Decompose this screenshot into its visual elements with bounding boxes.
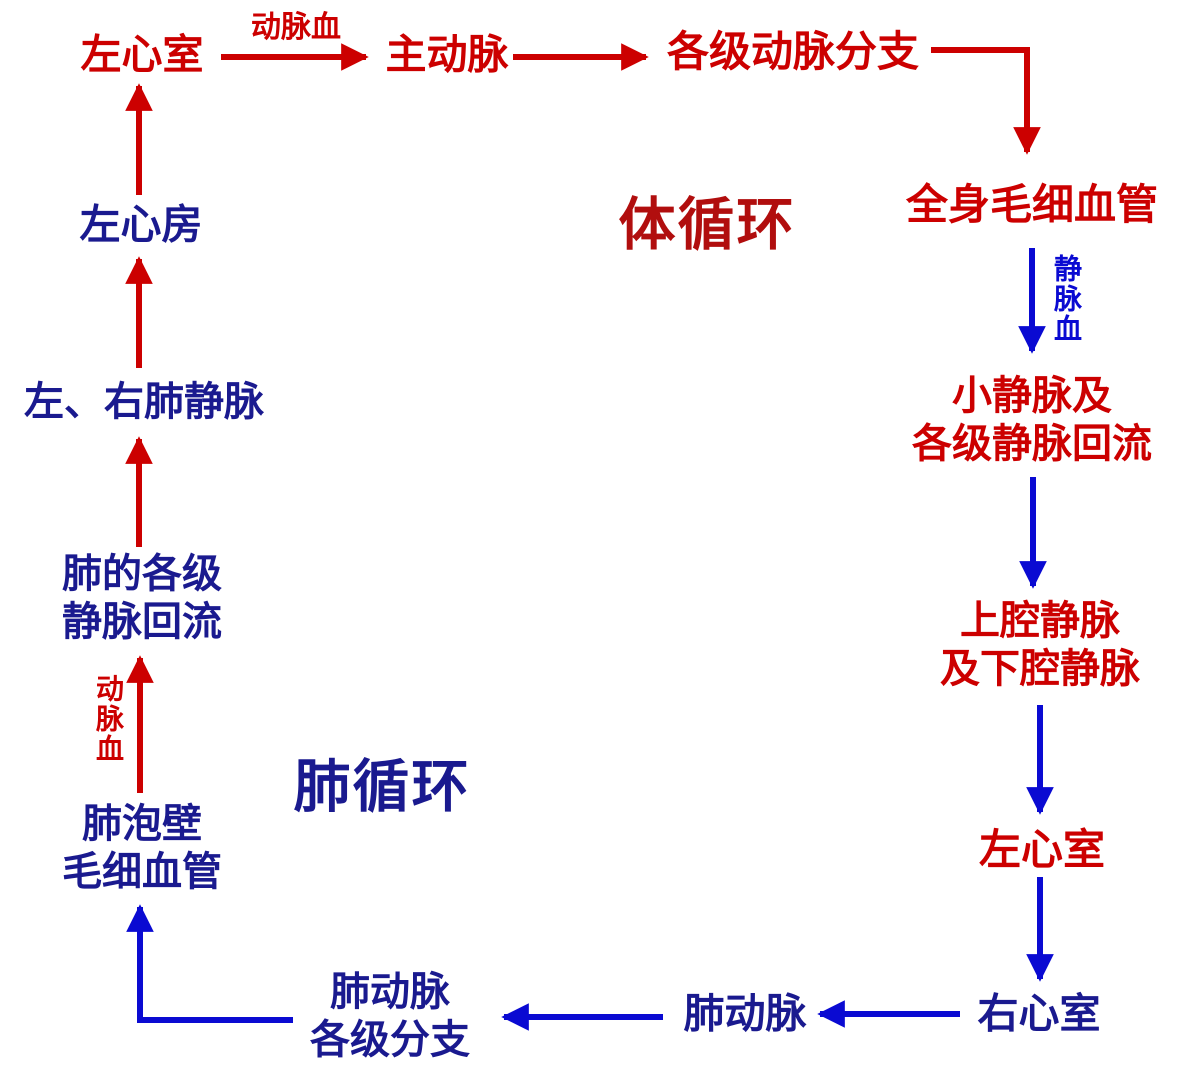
pulmonary-circulation-title: 肺循环 <box>293 755 471 819</box>
node-vena-cava: 上腔静脉 及下腔静脉 <box>940 597 1140 693</box>
node-vena-cava-line1: 上腔静脉 <box>960 598 1120 643</box>
node-lung-venous-return: 肺的各级 静脉回流 <box>62 550 222 646</box>
node-venules-return-line1: 小静脉及 <box>952 373 1112 418</box>
label-arterial-blood-left: 动脉血 <box>92 674 123 764</box>
node-artery-branches: 各级动脉分支 <box>666 29 920 76</box>
node-body-capillaries: 全身毛细血管 <box>905 182 1159 229</box>
node-left-atrium: 左心房 <box>79 201 203 248</box>
node-left-ventricle-top: 左心室 <box>80 31 204 78</box>
node-pulmonary-veins: 左、右肺静脉 <box>24 379 264 424</box>
node-pulmonary-artery-branches: 肺动脉 各级分支 <box>310 968 470 1064</box>
arrow-artery-branches-to-capillaries <box>931 47 1041 155</box>
node-aorta: 主动脉 <box>385 31 509 78</box>
node-pulmonary-artery: 肺动脉 <box>683 990 807 1037</box>
node-pa-branches-line1: 肺动脉 <box>330 969 450 1014</box>
node-pa-branches-line2: 各级分支 <box>310 1017 470 1062</box>
label-venous-blood: 静脉血 <box>1050 254 1081 344</box>
systemic-circulation-title: 体循环 <box>618 193 796 257</box>
node-alveolar-line2: 毛细血管 <box>62 849 222 894</box>
node-vena-cava-line2: 及下腔静脉 <box>940 646 1140 691</box>
node-venules-return-line2: 各级静脉回流 <box>912 421 1152 466</box>
node-left-ventricle-right: 左心室 <box>978 827 1106 874</box>
node-lung-venous-line2: 静脉回流 <box>62 599 222 644</box>
node-right-ventricle: 右心室 <box>977 990 1101 1037</box>
node-alveolar-capillaries: 肺泡壁 毛细血管 <box>62 800 222 896</box>
node-lung-venous-line1: 肺的各级 <box>62 551 222 596</box>
node-alveolar-line1: 肺泡壁 <box>82 801 202 846</box>
node-venules-return: 小静脉及 各级静脉回流 <box>912 372 1152 468</box>
label-arterial-blood-top: 动脉血 <box>251 11 341 44</box>
arrow-branches-to-alveolar-capillaries <box>126 904 293 1023</box>
